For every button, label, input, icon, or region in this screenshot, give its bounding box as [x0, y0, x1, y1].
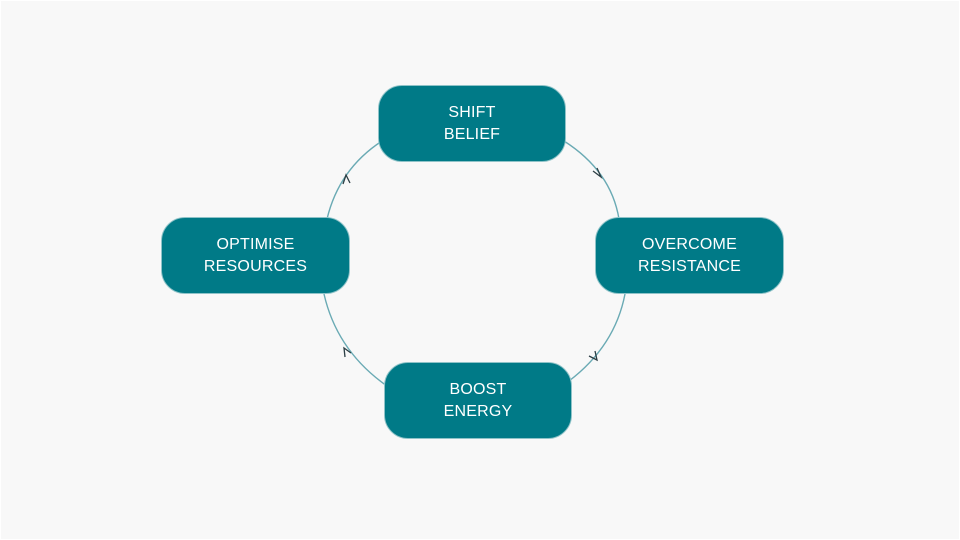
arrowhead-icon	[342, 173, 351, 185]
connector-boost-to-optimise	[323, 293, 388, 387]
node-shift-belief: SHIFT BELIEF	[378, 85, 566, 162]
node-optimise-resources: OPTIMISE RESOURCES	[161, 217, 350, 294]
connector-overcome-to-boost	[568, 293, 626, 382]
node-boost-energy: BOOST ENERGY	[384, 362, 572, 439]
node-overcome-resistance: OVERCOME RESISTANCE	[595, 217, 784, 294]
arrowhead-icon	[592, 167, 603, 180]
arrowhead-icon	[343, 346, 352, 358]
connector-optimise-to-shift	[326, 140, 383, 220]
connector-shift-to-overcome	[563, 140, 620, 220]
arrowhead-icon	[588, 350, 598, 362]
